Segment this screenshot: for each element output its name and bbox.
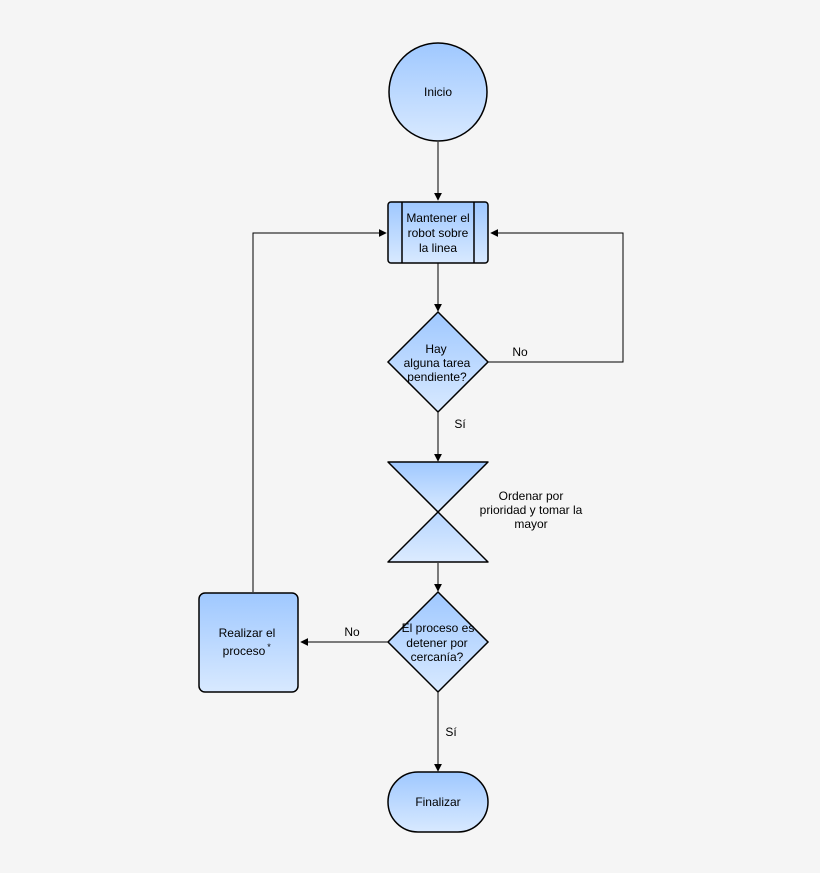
edge-realizar-loop	[252, 229, 387, 592]
node-mantener: Mantener el robot sobre la linea	[387, 201, 489, 264]
edge-label-hay-si: Sí	[454, 417, 466, 431]
edge-label-hay-no: No	[512, 345, 528, 359]
node-finalizar: Finalizar	[387, 771, 489, 833]
edges	[252, 142, 624, 772]
node-realizar-asterisk: *	[267, 642, 271, 652]
node-hay-tarea-line2: alguna tarea	[404, 356, 471, 370]
node-realizar: Realizar el proceso *	[198, 592, 299, 693]
edge-labels: No Sí No Sí	[344, 345, 528, 739]
node-mantener-line1: Mantener el	[406, 211, 469, 225]
node-detener-line1: El proceso es	[402, 621, 475, 635]
node-inicio: Inicio	[388, 42, 488, 142]
node-realizar-line2: proceso	[223, 644, 266, 658]
node-detener-line3: cercanía?	[411, 650, 464, 664]
node-ordenar-line1: Ordenar por	[499, 489, 564, 503]
node-detener-line2: detener por	[406, 636, 467, 650]
node-inicio-label: Inicio	[424, 85, 452, 99]
node-hay-tarea: Hay alguna tarea pendiente?	[386, 310, 490, 414]
node-mantener-line2: robot sobre	[408, 226, 469, 240]
node-hay-tarea-line3: pendiente?	[407, 370, 467, 384]
node-hay-tarea-line1: Hay	[425, 342, 446, 356]
edge-label-detener-si: Sí	[445, 725, 457, 739]
node-ordenar-line2: prioridad y tomar la	[480, 503, 583, 517]
node-realizar-line1: Realizar el	[219, 626, 276, 640]
node-finalizar-label: Finalizar	[415, 795, 460, 809]
edge-hay-no-loop	[488, 229, 624, 363]
edge-label-detener-no: No	[344, 625, 360, 639]
node-detener: El proceso es detener por cercanía?	[386, 590, 490, 694]
node-mantener-line3: la linea	[419, 241, 457, 255]
node-ordenar: Ordenar por prioridad y tomar la mayor	[387, 461, 583, 563]
node-ordenar-line3: mayor	[514, 517, 547, 531]
